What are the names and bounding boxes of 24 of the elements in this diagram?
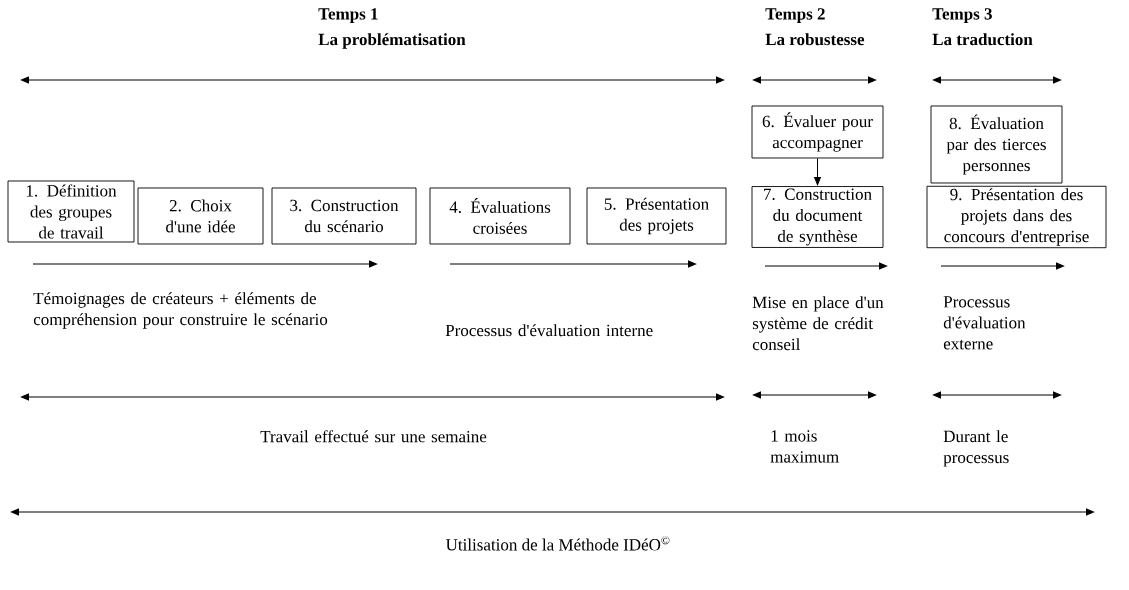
process-box: 5. Présentation des projets	[586, 187, 727, 245]
label: Travail effectué sur une semaine	[260, 430, 487, 443]
process-box: 8. Évaluation par des tierces personnes	[930, 105, 1063, 184]
label: 1 mois maximum	[770, 430, 839, 463]
arrow	[814, 157, 821, 186]
label: La traduction	[932, 33, 1033, 46]
process-box: 4. Évaluations croisées	[429, 187, 571, 245]
process-box: 3. Construction du scénario	[271, 187, 417, 245]
label: Processus d'évaluation interne	[445, 324, 653, 337]
label: Processus d'évaluation externe	[943, 296, 1026, 350]
process-box: 9. Présentation des projets dans des concours d'entreprise	[926, 185, 1107, 249]
process-box: 7. Construction du document de synthèse	[751, 186, 884, 248]
label: Mise en place d'un système de crédit conseil	[752, 296, 884, 351]
label: Temps 2	[765, 8, 825, 24]
process-box: 2. Choix d'une idée	[137, 187, 264, 245]
label: La problématisation	[318, 33, 466, 49]
label: Temps 3	[932, 8, 992, 24]
process-box: 6. Évaluer pour accompagner	[751, 105, 884, 159]
label: Temps 1	[318, 8, 378, 24]
label: Témoignages de créateurs + éléments de compréhension pour construire le scénario	[33, 292, 328, 329]
label: Utilisation de la Méthode IDéO$^{©}$	[445, 536, 670, 551]
label: La robustesse	[765, 33, 865, 46]
process-box: 1. Définition des groupes de travail	[7, 180, 135, 243]
label: Durant le processus	[943, 430, 1009, 467]
